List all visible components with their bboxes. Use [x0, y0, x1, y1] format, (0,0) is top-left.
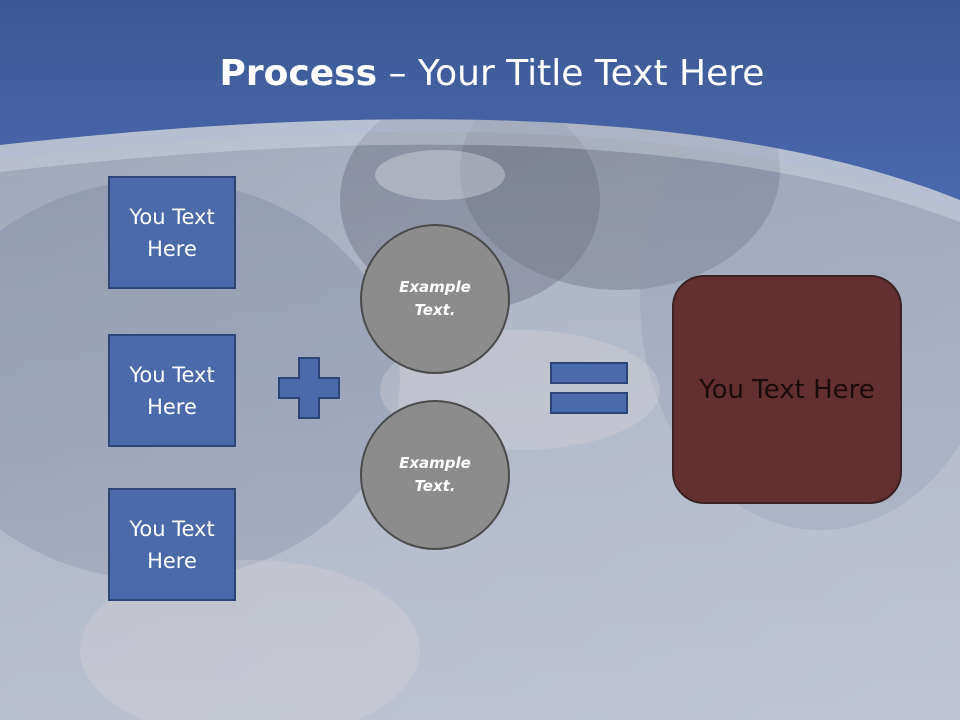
text-box-2-label: You Text Here	[129, 362, 215, 419]
title-rest: – Your Title Text Here	[377, 53, 765, 94]
text-box-1-label: You Text Here	[129, 204, 215, 261]
result-box[interactable]: You Text Here	[672, 275, 902, 504]
text-box-3-label: You Text Here	[129, 516, 215, 573]
title-bold: Process	[219, 53, 378, 94]
example-circle-1-label: Example Text.	[399, 278, 471, 319]
page-title: Process – Your Title Text Here	[0, 52, 960, 96]
text-box-3[interactable]: You Text Here	[108, 488, 236, 601]
result-box-label: You Text Here	[699, 374, 875, 405]
example-circle-2[interactable]: Example Text.	[360, 400, 510, 550]
equals-icon	[550, 362, 628, 414]
example-circle-2-label: Example Text.	[399, 454, 471, 495]
text-box-2[interactable]: You Text Here	[108, 334, 236, 447]
example-circle-1[interactable]: Example Text.	[360, 224, 510, 374]
plus-icon	[278, 357, 340, 419]
text-box-1[interactable]: You Text Here	[108, 176, 236, 289]
